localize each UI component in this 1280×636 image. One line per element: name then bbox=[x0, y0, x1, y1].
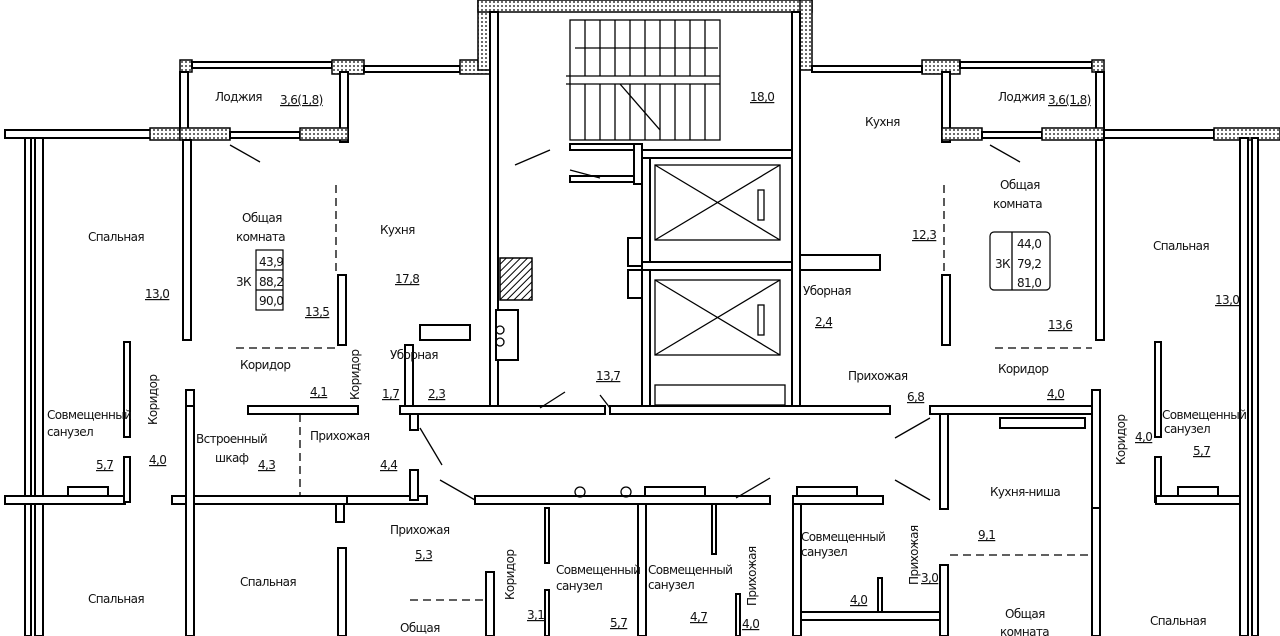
room-label: Спальная bbox=[88, 592, 144, 606]
living-area: 44,0 bbox=[1017, 237, 1041, 251]
room-area: 13,0 bbox=[145, 287, 169, 301]
room-label: Встроенный bbox=[196, 432, 267, 446]
apartment-bottom-center: Совмещенный санузел 4,7 Прихожая 4,0 bbox=[648, 546, 760, 631]
room-label: санузел bbox=[1164, 422, 1210, 436]
room-label: Прихожая bbox=[390, 523, 450, 537]
room-label: Кухня-ниша bbox=[990, 485, 1060, 499]
room-area: 4,7 bbox=[690, 610, 707, 624]
room-label: Общая bbox=[1005, 607, 1045, 621]
room-area: 13,5 bbox=[305, 305, 329, 319]
apartment-right-info-box bbox=[989, 231, 1051, 291]
apartment-type: 3К bbox=[995, 257, 1011, 271]
room-area: 3,6(1,8) bbox=[1048, 93, 1091, 107]
room-label: Коридор bbox=[1114, 415, 1128, 465]
room-label: шкаф bbox=[215, 451, 249, 465]
room-label: комната bbox=[236, 230, 285, 244]
room-label: Совмещенный bbox=[648, 563, 732, 577]
room-area: 4,3 bbox=[258, 458, 275, 472]
room-area: 4,1 bbox=[310, 385, 327, 399]
total-area: 79,2 bbox=[1017, 257, 1041, 271]
room-label: санузел bbox=[648, 578, 694, 592]
total-area: 88,2 bbox=[259, 275, 283, 289]
room-area: 2,3 bbox=[428, 387, 445, 401]
lobby-area: 13,7 bbox=[596, 369, 620, 383]
apartment-left: Лоджия 3,6(1,8) Спальная 13,0 Общая комн… bbox=[47, 90, 446, 606]
room-label: комната bbox=[1000, 625, 1049, 636]
room-area: 3,1 bbox=[527, 608, 544, 622]
room-label: Прихожая bbox=[310, 429, 370, 443]
room-label: Спальная bbox=[88, 230, 144, 244]
room-label: Совмещенный bbox=[556, 563, 640, 577]
room-label: санузел bbox=[47, 425, 93, 439]
room-label: Совмещенный bbox=[801, 530, 885, 544]
room-area: 5,7 bbox=[96, 458, 113, 472]
room-area: 5,7 bbox=[1193, 444, 1210, 458]
room-label: Коридор bbox=[998, 362, 1048, 376]
room-label: Прихожая bbox=[848, 369, 908, 383]
room-area: 5,3 bbox=[415, 548, 432, 562]
room-label: Уборная bbox=[803, 284, 851, 298]
room-label: Лоджия bbox=[998, 90, 1045, 104]
total-area-with-loggia: 81,0 bbox=[1017, 276, 1041, 290]
room-area: 2,4 bbox=[815, 315, 832, 329]
room-area: 1,7 bbox=[382, 387, 399, 401]
room-area: 6,8 bbox=[907, 390, 924, 404]
room-area: 3,0 bbox=[921, 571, 938, 585]
room-label: Коридор bbox=[503, 550, 517, 600]
room-area: 4,0 bbox=[1047, 387, 1064, 401]
room-label: санузел bbox=[801, 545, 847, 559]
room-label: Прихожая bbox=[907, 525, 921, 585]
room-label: Совмещенный bbox=[47, 408, 131, 422]
room-label: Кухня bbox=[380, 223, 415, 237]
room-area: 3,6(1,8) bbox=[280, 93, 323, 107]
room-label: Прихожая bbox=[745, 546, 759, 606]
apartment-type: 3К bbox=[236, 275, 252, 289]
room-area: 9,1 bbox=[978, 528, 995, 542]
living-area: 43,9 bbox=[259, 255, 283, 269]
room-label: Общая bbox=[1000, 178, 1040, 192]
room-area: 17,8 bbox=[395, 272, 419, 286]
apartment-left-info-box bbox=[255, 249, 284, 311]
room-label: Общая bbox=[400, 621, 440, 635]
total-area-with-loggia: 90,0 bbox=[259, 294, 283, 308]
apartment-right: Лоджия 3,6(1,8) Кухня 12,3 Общая комната… bbox=[803, 90, 1247, 465]
room-label: Лоджия bbox=[215, 90, 262, 104]
room-area: 4,4 bbox=[380, 458, 397, 472]
room-label: Коридор bbox=[348, 350, 362, 400]
room-label: Совмещенный bbox=[1162, 408, 1246, 422]
room-area: 4,0 bbox=[850, 593, 867, 607]
room-area: 13,6 bbox=[1048, 318, 1072, 332]
room-area: 4,0 bbox=[742, 617, 759, 631]
room-label: Уборная bbox=[390, 348, 438, 362]
stair-area: 18,0 bbox=[750, 90, 774, 104]
room-label: санузел bbox=[556, 579, 602, 593]
room-label: Спальная bbox=[1150, 614, 1206, 628]
room-area: 4,0 bbox=[149, 453, 166, 467]
room-area: 12,3 bbox=[912, 228, 936, 242]
room-area: 13,0 bbox=[1215, 293, 1239, 307]
room-label: Общая bbox=[242, 211, 282, 225]
room-label: Коридор bbox=[240, 358, 290, 372]
room-label: Коридор bbox=[146, 375, 160, 425]
elevator-shafts bbox=[654, 164, 786, 406]
room-label: Спальная bbox=[240, 575, 296, 589]
walls bbox=[4, 0, 1280, 636]
apartment-bottom-middle: Прихожая 5,3 Коридор Совмещенный санузел… bbox=[390, 523, 641, 635]
apartment-bottom-right: Кухня-ниша 9,1 Совмещенный санузел 4,0 П… bbox=[801, 485, 1207, 636]
room-label: Спальная bbox=[1153, 239, 1209, 253]
room-label: Кухня bbox=[865, 115, 900, 129]
room-label: комната bbox=[993, 197, 1042, 211]
room-area: 5,7 bbox=[610, 616, 627, 630]
room-area: 4,0 bbox=[1135, 430, 1152, 444]
